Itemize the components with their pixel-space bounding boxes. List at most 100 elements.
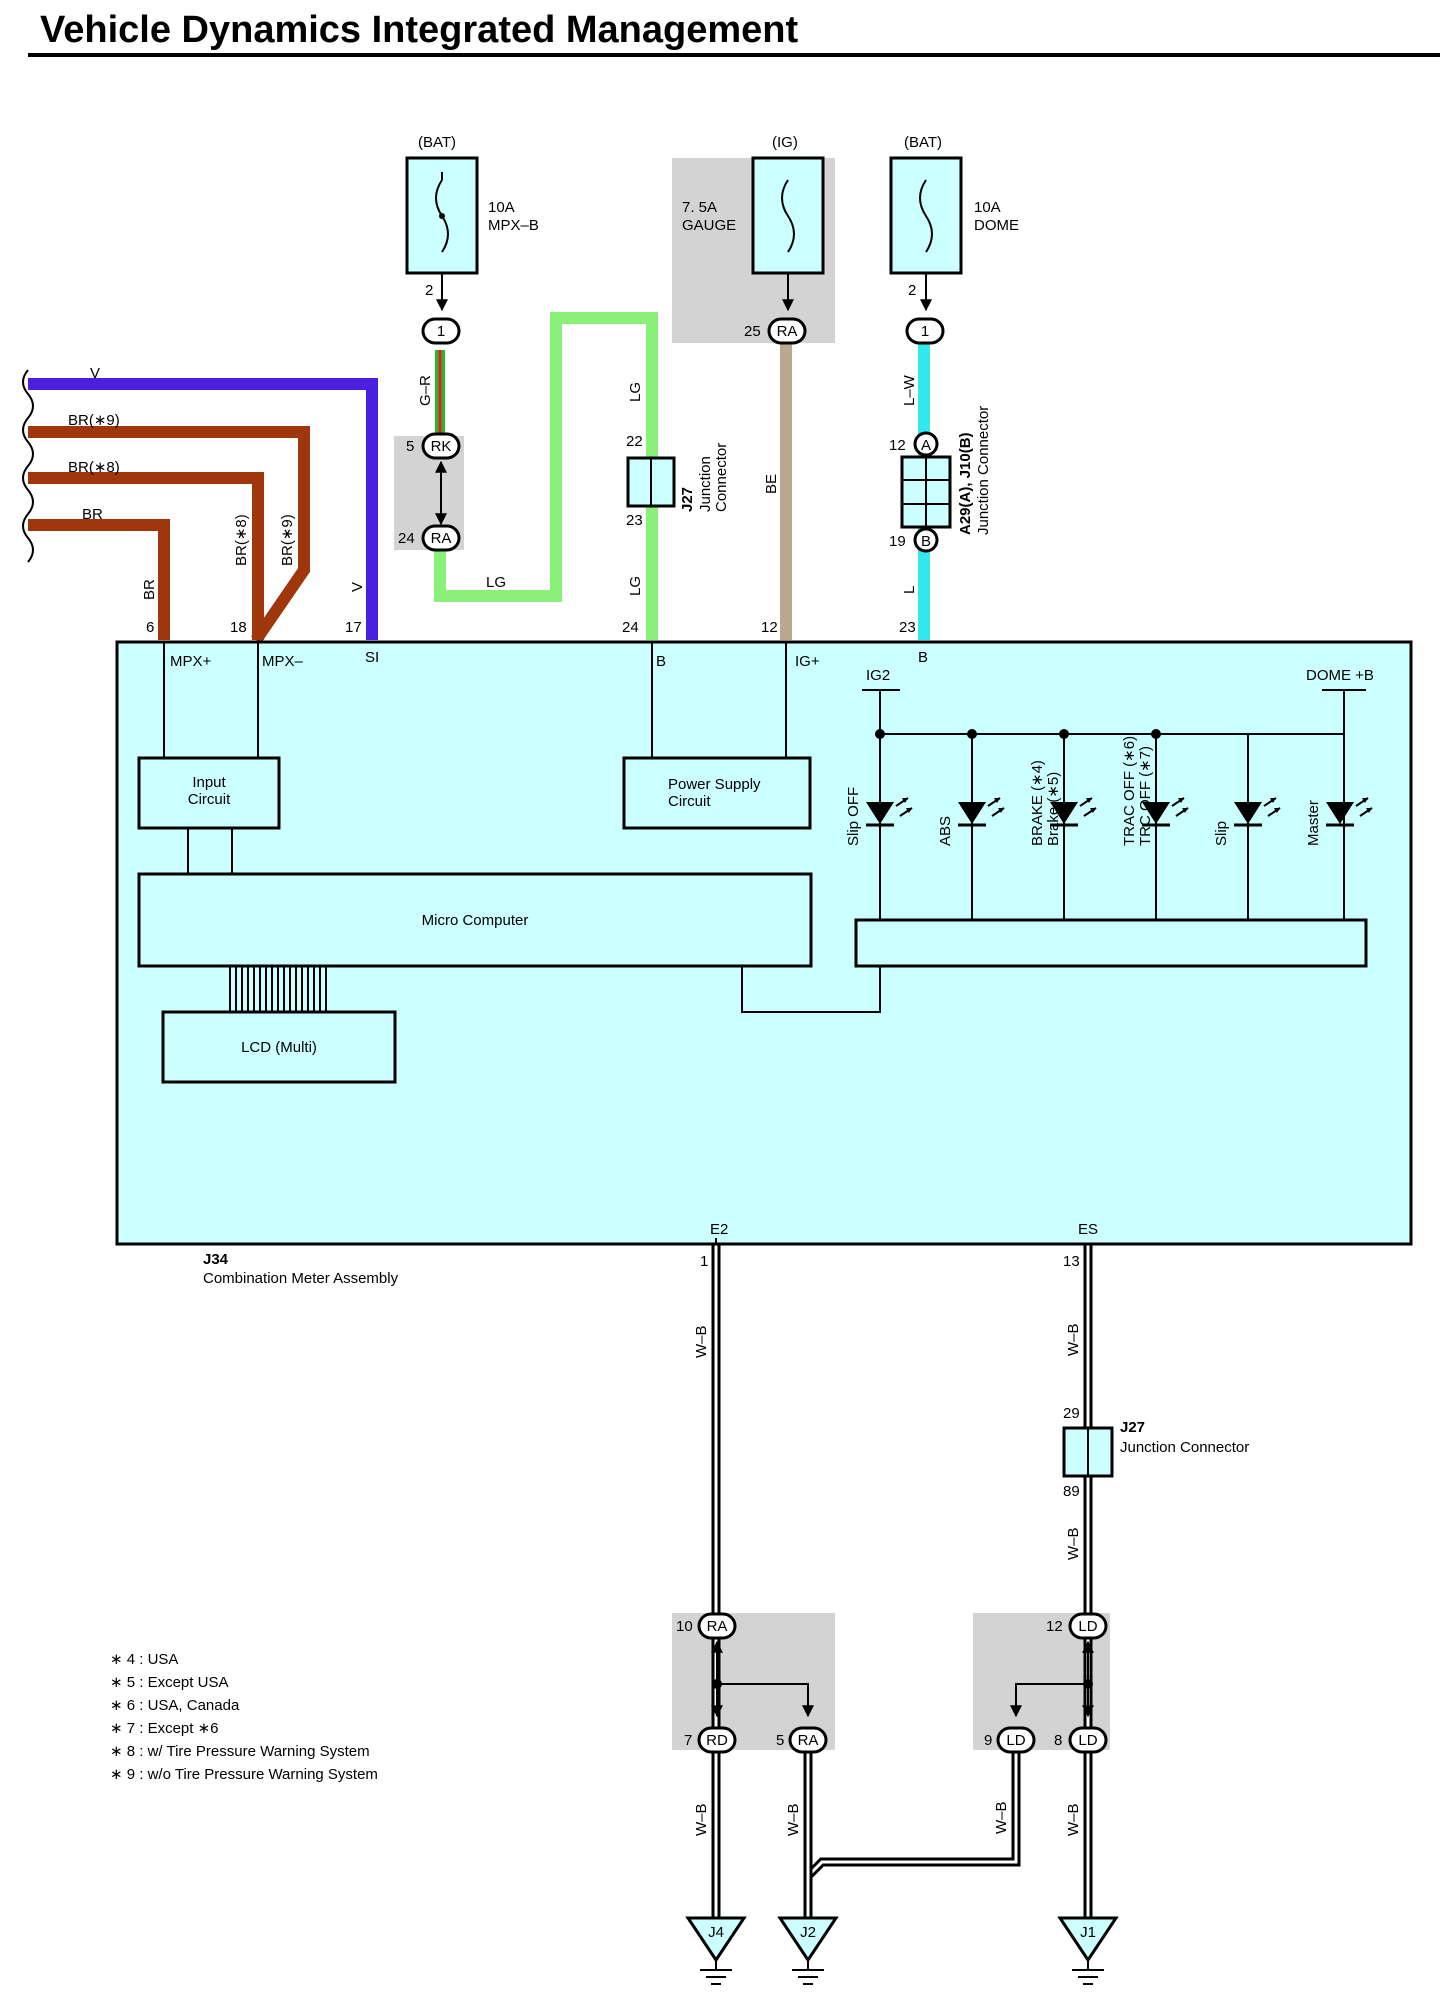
indicator-leds: Slip OFF ABS BRAKE (∗4)Brake (∗5) TRAC OFF …	[845, 729, 1373, 920]
fuse-mpx-b	[405, 156, 479, 312]
svg-text:RD: RD	[706, 1732, 728, 1749]
junction-a29-j10	[900, 455, 952, 529]
pin-number: 25	[744, 323, 761, 340]
terminal-label: MPX+	[170, 653, 212, 670]
indicator-led: TRAC OFF (∗6)TRC OFF (∗7)	[1121, 729, 1189, 920]
pin-number: 13	[1063, 1253, 1080, 1270]
svg-text:1: 1	[437, 323, 445, 340]
connector-ra-10: RA	[697, 1612, 737, 1640]
terminal-label: ES	[1078, 1221, 1098, 1238]
indicator-label: Slip OFF	[845, 787, 862, 846]
harness-break-symbol	[22, 369, 34, 563]
connector-ra-gauge: RA	[767, 317, 807, 345]
indicator-led: Slip OFF	[845, 729, 913, 920]
terminal-label: MPX–	[262, 653, 304, 670]
wire-label: BR	[141, 579, 158, 600]
junction-code: J27	[679, 487, 696, 512]
indicator-label: Slip	[1213, 821, 1230, 846]
svg-text:RA: RA	[798, 1732, 819, 1749]
pin-number: 23	[899, 619, 916, 636]
wire-label: L–W	[901, 374, 918, 406]
meter-name: Combination Meter Assembly	[203, 1270, 399, 1287]
fuse-name: GAUGE	[682, 217, 736, 234]
footnote: ∗ 7 : Except ∗6	[110, 1720, 219, 1737]
fuse-name: DOME	[974, 217, 1019, 234]
indicator-label: Brake (∗5)	[1045, 772, 1062, 846]
ground-label: J1	[1080, 1924, 1096, 1941]
indicator-label: ABS	[937, 816, 954, 846]
connector-1-dome: 1	[905, 317, 945, 345]
pin-number: 24	[398, 530, 415, 547]
wire-label: BR	[82, 506, 103, 523]
splice-point	[712, 1679, 722, 1689]
wire-br8	[28, 472, 264, 640]
pin-number: 12	[889, 437, 906, 454]
wire-label: BR(∗9)	[279, 514, 296, 566]
footnote: ∗ 5 : Except USA	[110, 1674, 228, 1691]
svg-text:RA: RA	[777, 323, 798, 340]
junction-j27-top	[626, 456, 676, 508]
ground-label: J2	[800, 1924, 816, 1941]
wire-label: BE	[763, 474, 780, 494]
connector-b: B	[913, 527, 939, 553]
svg-text:1: 1	[921, 323, 929, 340]
wire-v	[28, 378, 378, 640]
terminal-label: E2	[710, 1221, 728, 1238]
wire-label: BR(∗8)	[233, 514, 250, 566]
dome-b-label: DOME +B	[1306, 667, 1374, 684]
wire-br	[28, 519, 170, 640]
pin-number: 12	[761, 619, 778, 636]
pin-number: 12	[1046, 1618, 1063, 1635]
lcd-label: LCD (Multi)	[241, 1039, 317, 1056]
splice-point	[1083, 1679, 1093, 1689]
fuse-gauge	[751, 156, 825, 312]
micro-computer-block	[137, 872, 813, 968]
input-circuit-label: Circuit	[188, 791, 231, 808]
terminal-label: B	[918, 649, 928, 666]
fuse-source: (IG)	[772, 134, 798, 151]
indicator-label: Master	[1305, 800, 1322, 846]
terminal-label: IG+	[795, 653, 820, 670]
fuse-dome	[889, 156, 963, 312]
pin-number: 9	[984, 1732, 992, 1749]
indicator-label: BRAKE (∗4)	[1029, 760, 1046, 846]
fuse-rating: 7. 5A	[682, 199, 717, 216]
svg-text:LD: LD	[1078, 1732, 1097, 1749]
power-supply-label: Circuit	[668, 793, 711, 810]
junction-name: Connector	[713, 443, 730, 512]
pin-number: 2	[425, 282, 433, 299]
junction-code: J27	[1120, 1419, 1145, 1436]
ground-wires	[711, 1238, 1093, 1918]
wire-br9	[28, 426, 310, 644]
pin-number: 5	[406, 438, 414, 455]
fuse-source: (BAT)	[418, 134, 456, 151]
indicator-led: Master	[1305, 797, 1373, 846]
ground-symbol: J2	[777, 1916, 839, 1985]
footnote: ∗ 4 : USA	[110, 1651, 178, 1668]
wire-label: W–B	[1065, 1803, 1082, 1836]
pin-number: 29	[1063, 1405, 1080, 1422]
wire-label: LG	[627, 576, 644, 596]
pin-number: 8	[1054, 1732, 1062, 1749]
junction-name: Junction	[697, 456, 714, 512]
ground-symbol: J1	[1057, 1916, 1119, 1985]
fuse-source: (BAT)	[904, 134, 942, 151]
lcd-bus	[229, 966, 327, 1012]
pin-number: 1	[700, 1253, 708, 1270]
junction-code: A29(A), J10(B)	[957, 432, 974, 535]
indicator-label: TRAC OFF (∗6)	[1121, 736, 1138, 846]
junction-name: Junction Connector	[975, 406, 992, 535]
pin-number: 10	[676, 1618, 693, 1635]
fuse-rating: 10A	[974, 199, 1001, 216]
pin-number: 2	[908, 282, 916, 299]
svg-text:LD: LD	[1078, 1618, 1097, 1635]
input-circuit-block	[137, 756, 281, 830]
connector-rk: RK	[421, 432, 461, 460]
wire-label: LG	[627, 382, 644, 402]
power-supply-block	[622, 756, 812, 830]
junction-j27-bottom	[1062, 1426, 1114, 1478]
wire-label: LG	[486, 574, 506, 591]
indicator-led: BRAKE (∗4)Brake (∗5)	[1029, 729, 1097, 920]
